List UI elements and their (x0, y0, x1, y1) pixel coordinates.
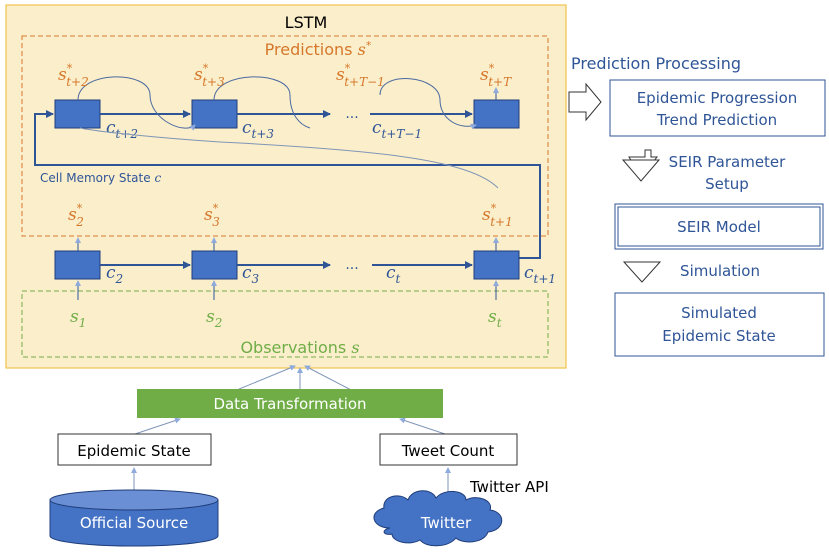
lstm-cell-top-2 (191, 99, 238, 129)
prediction-processing-title: Prediction Processing (571, 54, 741, 73)
simulated-state-line2: Epidemic State (662, 327, 775, 345)
tweet-to-transform (399, 417, 449, 436)
pred-bottom-1: s*2 (68, 202, 84, 229)
obs-1: s1 (70, 307, 86, 330)
cell-top-2: ct+3 (242, 118, 274, 141)
top-ellipsis: ··· (345, 110, 358, 126)
bottom-ellipsis: ··· (345, 261, 358, 277)
seir-param-line2: Setup (705, 175, 749, 193)
twitter-cloud-icon (373, 490, 503, 547)
cell-top-3: ct+T−1 (372, 118, 422, 141)
transform-arrow-left (231, 365, 296, 393)
cell-memory-label: Cell Memory State c (40, 171, 161, 185)
simulated-state-line1: Simulated (681, 304, 757, 322)
tweet-count-box (379, 433, 518, 466)
cell-bottom-1: c2 (106, 263, 123, 286)
predictions-title: Predictions s* (265, 39, 372, 60)
lstm-to-pipeline-arrow (568, 82, 602, 122)
down-arrow-1-shape (621, 159, 661, 182)
cell-bottom-2: c3 (242, 263, 260, 286)
twitter-label: Twitter (420, 514, 472, 532)
memory-curve (79, 127, 499, 189)
predictions-region (21, 35, 549, 237)
data-transformation-box (137, 389, 443, 418)
lstm-cell-top-1 (54, 99, 101, 129)
obs-3: st (488, 307, 502, 330)
lstm-panel (5, 4, 567, 369)
pred-top-1: s*t+2 (58, 62, 89, 89)
observations-title: Observations s (240, 338, 359, 357)
seir-model-box (614, 203, 824, 250)
down-arrow-2 (622, 261, 662, 283)
epi-to-transform (131, 417, 181, 436)
simulation-label: Simulation (680, 262, 760, 280)
lstm-cell-bottom-3 (473, 250, 520, 280)
official-source-database-icon (49, 489, 219, 547)
pred-top-3: s*t+T−1 (336, 62, 385, 89)
pred-top-2: s*t+3 (194, 62, 225, 89)
data-transformation-label: Data Transformation (213, 395, 366, 413)
twitter-api-label: Twitter API (469, 478, 549, 496)
lstm-cell-bottom-2 (191, 250, 238, 280)
lstm-cell-bottom-1 (54, 250, 101, 280)
feedback-curve-3 (379, 78, 477, 130)
seir-model-label: SEIR Model (677, 218, 761, 236)
feedback-curve-2 (213, 76, 311, 129)
cell-bottom-4: ct+1 (524, 263, 556, 286)
cell-bottom-3: ct (386, 263, 401, 286)
epidemic-state-box (57, 433, 212, 466)
pred-top-4: s*t+T (480, 62, 512, 89)
pred-bottom-3: s*t+1 (482, 202, 513, 229)
feedback-curve-1 (77, 76, 196, 131)
transform-arrow-right (304, 365, 356, 393)
simulated-state-box (614, 292, 825, 357)
trend-prediction-line2: Trend Prediction (656, 111, 777, 129)
trend-prediction-line1: Epidemic Progression (637, 89, 798, 107)
trend-prediction-box (609, 79, 826, 137)
tweet-count-label: Tweet Count (401, 442, 495, 460)
seir-model-box-inner (617, 206, 821, 247)
cell-memory-connector (34, 110, 541, 259)
lstm-cell-top-3 (473, 99, 520, 129)
obs-2: s2 (206, 307, 222, 330)
epidemic-state-label: Epidemic State (77, 442, 190, 460)
seir-param-line1: SEIR Parameter (669, 153, 786, 171)
lstm-title: LSTM (285, 13, 328, 32)
pred-bottom-2: s*3 (204, 202, 220, 229)
official-source-label: Official Source (80, 514, 188, 532)
